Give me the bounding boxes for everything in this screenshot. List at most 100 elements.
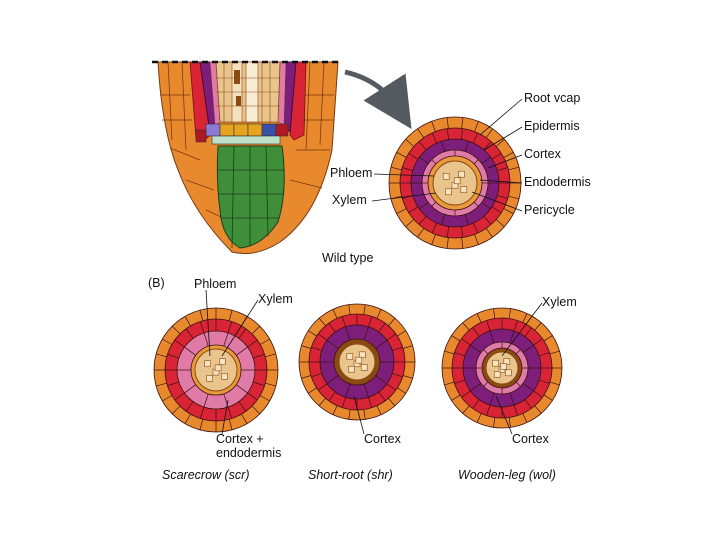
- shr-epidermis-ring-cell-wall: [368, 397, 373, 408]
- wt-root-cap-ring-cell-wall: [495, 219, 505, 228]
- wol-cortex-ring-cell-wall: [470, 382, 482, 392]
- wol-epidermis-ring-cell-wall: [524, 327, 532, 337]
- wol-outer-ring-cell-wall: [543, 394, 553, 401]
- scr-epidermis-ring-cell-wall: [174, 392, 185, 401]
- cross-section-short-root: [298, 303, 416, 421]
- shr-epidermis-ring-cell-wall: [386, 333, 397, 341]
- shr-epidermis-ring-cell-wall: [392, 373, 403, 378]
- cross-section-scarecrow: [153, 307, 279, 433]
- xs-scr-stele-cell: [219, 358, 226, 365]
- wt-endodermis-ring-cell-wall: [431, 201, 437, 207]
- shr-cortex-ring-cell-wall: [345, 326, 351, 341]
- xs-wild-stele-cell: [458, 170, 465, 178]
- wol-epidermis-ring-cell-wall: [454, 379, 466, 384]
- wt-cortex-ring-cell-wall: [464, 141, 469, 152]
- leader-lines-panel-b: [205, 289, 543, 435]
- wol-outer-ring-cell-wall: [543, 335, 553, 342]
- shr-outer-ring-cell-wall: [301, 375, 312, 379]
- shr-outer-ring-cell-wall: [332, 309, 338, 319]
- wt-root-cap-ring-cell-wall: [503, 152, 514, 158]
- shr-outer-ring-cell-wall: [318, 398, 326, 407]
- wol-epidermis-ring-cell-wall: [538, 379, 550, 384]
- label-epidermis: Epidermis: [524, 119, 580, 133]
- scr-outer-ring-cell-wall: [259, 395, 270, 402]
- wt-root-cap-ring-cell-wall: [461, 117, 464, 129]
- scr-outer-ring-cell-wall: [228, 419, 233, 430]
- wt-epidermis-ring-cell-wall: [472, 222, 479, 234]
- xs-wol-stele-cell: [492, 359, 499, 367]
- shr-epidermis-ring-cell-wall: [368, 316, 373, 327]
- wt-root-cap-ring-cell-wall: [446, 117, 449, 129]
- wt-cortex-ring-cell-wall: [419, 156, 429, 164]
- root-tip-longitudinal: [157, 61, 339, 255]
- caption-wooden-leg: Wooden-leg (wol): [458, 468, 556, 482]
- wt-cortex-ring-cell-wall: [481, 156, 491, 164]
- wol-epidermis-ring-cell-wall: [538, 352, 550, 357]
- wt-epidermis-ring-cell-wall: [472, 132, 479, 144]
- wt-epidermis-ring-cell-wall: [408, 206, 419, 214]
- label-cortex: Cortex: [524, 147, 561, 161]
- wol-outer-ring-cell-wall: [508, 308, 511, 319]
- wt-epidermis-ring-cell-wall: [483, 141, 492, 150]
- leader-lines-wild-type: [371, 98, 523, 212]
- wol-outer-ring-cell-wall: [534, 405, 542, 414]
- shr-epidermis-ring-cell-wall: [378, 391, 386, 402]
- shr-cortex-ring-cell-wall: [363, 383, 369, 398]
- scr-epidermis-ring-cell-wall: [185, 401, 194, 412]
- scr-outer-ring-cell-wall: [156, 382, 167, 387]
- wt-epidermis-ring-cell-wall: [460, 128, 464, 140]
- scr-epidermis-ring-cell-wall: [247, 392, 258, 401]
- wol-epidermis-ring-cell-wall: [461, 390, 471, 398]
- shr-outer-ring-cell-wall: [402, 345, 413, 349]
- scr-cortex-endodermis-ring-cell-wall: [184, 384, 196, 394]
- shr-epidermis-ring-cell-wall: [328, 391, 336, 402]
- wt-endodermis-ring-cell-wall: [473, 159, 479, 165]
- wt-epidermis-ring-cell-wall: [491, 206, 502, 214]
- cross-section-wooden-leg: [441, 307, 563, 429]
- wt-root-cap-ring-cell-wall: [390, 166, 402, 171]
- shr-outer-ring-cell-wall: [308, 330, 317, 337]
- wol-endodermis-ring-cell-wall: [483, 381, 489, 387]
- xs-wild-stele-cell: [453, 177, 461, 185]
- xs-wild-stele-cell: [460, 186, 468, 193]
- scr-epidermis-ring-cell-wall: [252, 353, 265, 359]
- shr-epidermis-ring-cell-wall: [311, 346, 322, 351]
- xs-wol-stele-cell: [500, 363, 507, 370]
- wol-cortex-ring-cell-wall: [489, 330, 495, 344]
- wt-epidermis-ring-cell-wall: [497, 195, 508, 199]
- scr-outer-ring-cell-wall: [265, 353, 276, 358]
- scr-outer-ring-cell-wall: [162, 395, 173, 402]
- scr-outer-ring-cell-wall: [171, 325, 181, 335]
- shr-outer-ring-cell-wall: [301, 345, 312, 349]
- wt-root-cap-ring-cell-wall: [417, 228, 425, 238]
- wt-root-cap-ring-cell-wall: [431, 234, 436, 245]
- wol-cortex-ring-cell-wall: [509, 330, 515, 344]
- wt-epidermis-ring-cell-wall: [418, 141, 427, 150]
- wol-outer-ring-cell-wall: [476, 313, 482, 323]
- wt-cortex-ring-cell-wall: [464, 214, 469, 225]
- scr-cortex-endodermis-ring-cell-wall: [203, 393, 209, 408]
- wol-outer-ring-cell-wall: [549, 381, 560, 386]
- label-wol-cortex: Cortex: [512, 432, 549, 446]
- scr-outer-ring-cell-wall: [251, 325, 261, 335]
- xs-wol-stele-cell: [493, 371, 501, 378]
- wt-endodermis-ring-cell-wall: [431, 159, 437, 165]
- cross-section-wild-type: [388, 116, 522, 250]
- wol-endodermis-ring-cell-wall: [483, 349, 489, 355]
- scr-epidermis-ring-cell-wall: [227, 321, 233, 334]
- wol-epidermis-ring-cell-wall: [524, 399, 532, 409]
- wt-root-cap-ring-cell-wall: [495, 138, 505, 147]
- wt-root-cap-ring-cell-wall: [446, 237, 449, 249]
- label-shr-cortex: Cortex: [364, 432, 401, 446]
- wol-outer-ring-cell-wall: [508, 417, 511, 428]
- wol-epidermis-ring-cell-wall: [486, 320, 491, 332]
- wol-endodermis-ring-cell-wall: [515, 349, 521, 355]
- shr-outer-ring-cell-wall: [376, 405, 382, 415]
- shr-cortex-ring-cell-wall: [375, 375, 388, 385]
- wol-epidermis-ring-cell-wall: [486, 404, 491, 416]
- xs-wild-stele-cell: [442, 173, 450, 180]
- wol-cortex-ring-cell-wall: [489, 392, 495, 406]
- wt-epidermis-ring-cell-wall: [446, 128, 450, 140]
- scr-outer-ring-cell-wall: [171, 405, 181, 415]
- shr-outer-ring-cell-wall: [388, 317, 396, 326]
